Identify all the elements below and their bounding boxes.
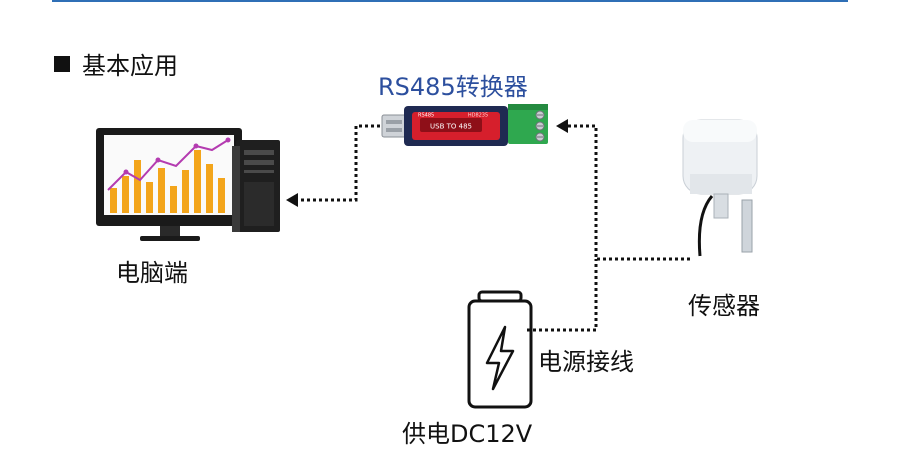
pc-tower — [232, 140, 280, 232]
monitor-chart-bars — [110, 150, 225, 213]
bullet-square-icon — [54, 55, 70, 72]
converter-to-pc-line — [298, 124, 380, 202]
section-title: 基本应用 — [82, 52, 178, 80]
section-header: 基本应用 — [54, 46, 178, 81]
battery-icon — [467, 290, 533, 409]
arrow-to-pc-icon — [286, 193, 298, 207]
power-to-line — [527, 259, 598, 332]
sensor-icon — [682, 119, 758, 257]
sensor-to-converter-line — [568, 124, 690, 261]
rs485-converter-icon: USB TO 485 HD8235 RS485 — [381, 104, 548, 146]
converter-label: RS485转换器 — [378, 73, 528, 101]
monitor-chart-line — [107, 139, 229, 191]
connector-lines — [298, 124, 690, 332]
usb-to-485-text: USB TO 485 — [430, 123, 472, 131]
power-wiring-label: 电源接线 — [538, 348, 634, 376]
sensor-label: 传感器 — [688, 292, 760, 320]
arrow-to-converter-icon — [556, 119, 568, 133]
device-brand-text: RS485 — [418, 113, 434, 119]
pc-icon — [96, 128, 280, 241]
lightning-bolt-icon — [485, 325, 515, 391]
power-supply-label: 供电DC12V — [402, 420, 533, 448]
top-divider — [52, 0, 848, 2]
device-model-text: HD8235 — [468, 113, 488, 119]
pc-label: 电脑端 — [116, 259, 188, 287]
